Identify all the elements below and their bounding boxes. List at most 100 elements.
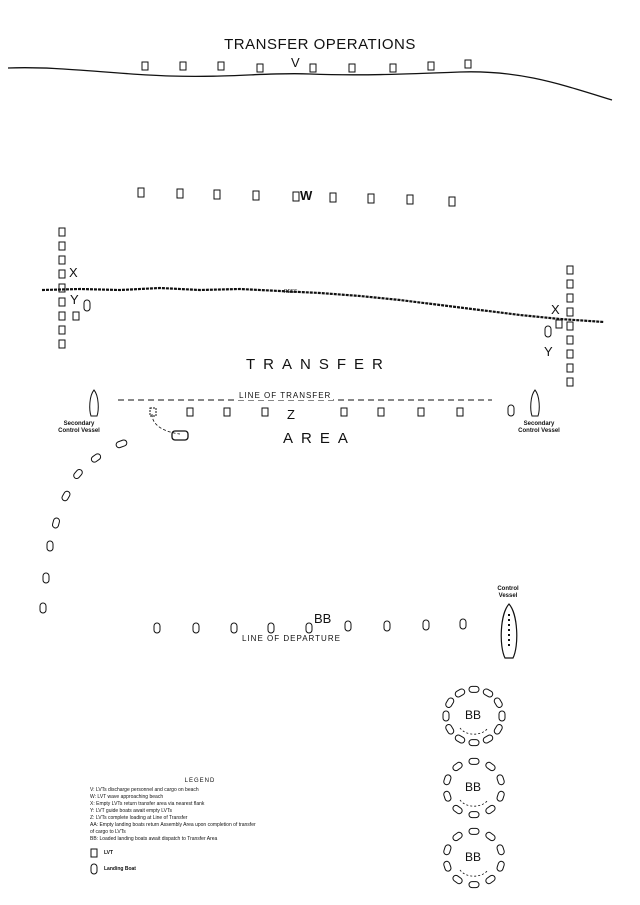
landing-boat	[305, 622, 313, 634]
lvt	[58, 269, 66, 279]
label-control-vessel: Control Vessel	[497, 586, 519, 599]
landing-boat	[344, 620, 352, 632]
secondary-control-vessel-right	[530, 389, 540, 417]
lvt	[464, 59, 472, 69]
lvt	[137, 187, 145, 198]
landing-boat	[443, 774, 452, 786]
legend-item: V: LVTs discharge personnel and cargo on…	[90, 787, 199, 793]
lvt-group-x-left	[58, 227, 91, 349]
legend-item: X: Empty LVTs return transfer area via n…	[90, 801, 205, 807]
lvt	[329, 192, 337, 203]
landing-boat	[46, 540, 54, 552]
landing-boat	[422, 619, 430, 631]
label-bb-circle-1: BB	[465, 708, 482, 722]
landing-boat	[442, 710, 450, 722]
lvt	[58, 283, 66, 293]
landing-boat	[468, 881, 480, 889]
lvt	[348, 63, 356, 73]
lvt	[566, 377, 574, 387]
landing-boat	[90, 453, 102, 463]
lvt	[58, 325, 66, 335]
landing-boat	[459, 618, 467, 630]
label-secondary-control-vessel-right: Secondary Control Vessel	[518, 421, 560, 434]
landing-boat	[153, 622, 161, 634]
return-path-arc	[151, 413, 181, 435]
lvt	[427, 61, 435, 71]
lvt	[555, 319, 563, 329]
landing-boat	[73, 468, 83, 480]
landing-boat	[498, 710, 506, 722]
circle-path	[459, 727, 489, 735]
legend-item: Y: LVT guide boats await empty LVTs	[90, 808, 172, 814]
label-area: AREA	[283, 430, 356, 447]
legend-symbol-lvt: LVT	[90, 848, 290, 858]
lvt	[223, 407, 231, 417]
lvt-group-z	[149, 404, 515, 441]
legend-item: AA: Empty landing boats return Assembly …	[90, 822, 256, 835]
lvt	[261, 407, 269, 417]
lvt	[292, 191, 300, 202]
landing-boat	[443, 844, 452, 856]
lvt	[149, 407, 157, 417]
lvt	[389, 63, 397, 73]
landing-boat	[230, 622, 238, 634]
lvt	[58, 339, 66, 349]
legend-item: Z: LVTs complete loading at Line of Tran…	[90, 815, 188, 821]
label-reef: REEF	[284, 289, 298, 295]
secondary-control-vessel-left	[89, 389, 99, 417]
lvt	[566, 279, 574, 289]
reef-line	[41, 286, 605, 324]
landing-boat	[452, 804, 463, 815]
landing-boat-docked	[171, 430, 189, 441]
landing-boat	[544, 325, 552, 338]
lvt-group-x-right	[544, 265, 574, 387]
landing-boat-icon	[90, 863, 98, 875]
landing-boat	[485, 761, 496, 772]
landing-boat	[115, 439, 128, 449]
lvt	[566, 335, 574, 345]
lvt	[566, 349, 574, 359]
beach-shoreline	[7, 67, 613, 101]
landing-boat	[482, 734, 494, 744]
landing-boat	[452, 874, 463, 885]
legend-symbol-boat-label: Landing Boat	[104, 865, 136, 872]
lvt	[340, 407, 348, 417]
landing-boat	[485, 804, 496, 815]
lvt	[58, 241, 66, 251]
landing-boat	[496, 844, 505, 856]
landing-boat	[83, 299, 91, 312]
lvt-icon	[90, 848, 98, 858]
landing-boat	[468, 739, 480, 747]
landing-boat	[496, 790, 505, 802]
lvt	[58, 227, 66, 237]
lvt	[58, 311, 66, 321]
landing-boat	[485, 831, 496, 842]
landing-boat-group-bb-line	[153, 618, 467, 634]
label-line-of-transfer: LINE OF TRANSFER	[237, 391, 334, 400]
lvt	[186, 407, 194, 417]
legend-symbol-landing-boat: Landing Boat	[90, 863, 290, 875]
landing-boat	[443, 860, 452, 872]
lvt	[566, 321, 574, 331]
lvt	[58, 297, 66, 307]
legend-title: LEGEND	[184, 778, 216, 784]
landing-boat	[61, 490, 71, 502]
label-transfer: TRANSFER	[246, 356, 391, 373]
landing-boat	[482, 688, 494, 698]
landing-boat	[454, 688, 466, 698]
label-y-right: Y	[544, 344, 553, 359]
lvt	[456, 407, 464, 417]
legend: LEGEND V: LVTs discharge personnel and c…	[90, 778, 290, 875]
label-line-of-departure: LINE OF DEPARTURE	[242, 634, 341, 643]
landing-boat	[452, 831, 463, 842]
lvt	[566, 307, 574, 317]
lvt	[448, 196, 456, 207]
landing-boat	[42, 572, 50, 584]
legend-item: W: LVT wave approaching beach	[90, 794, 164, 800]
lvt	[141, 61, 149, 71]
landing-boat	[383, 620, 391, 632]
label-secondary-control-vessel-left: Secondary Control Vessel	[58, 421, 100, 434]
landing-boat	[493, 697, 503, 708]
lvt	[417, 407, 425, 417]
